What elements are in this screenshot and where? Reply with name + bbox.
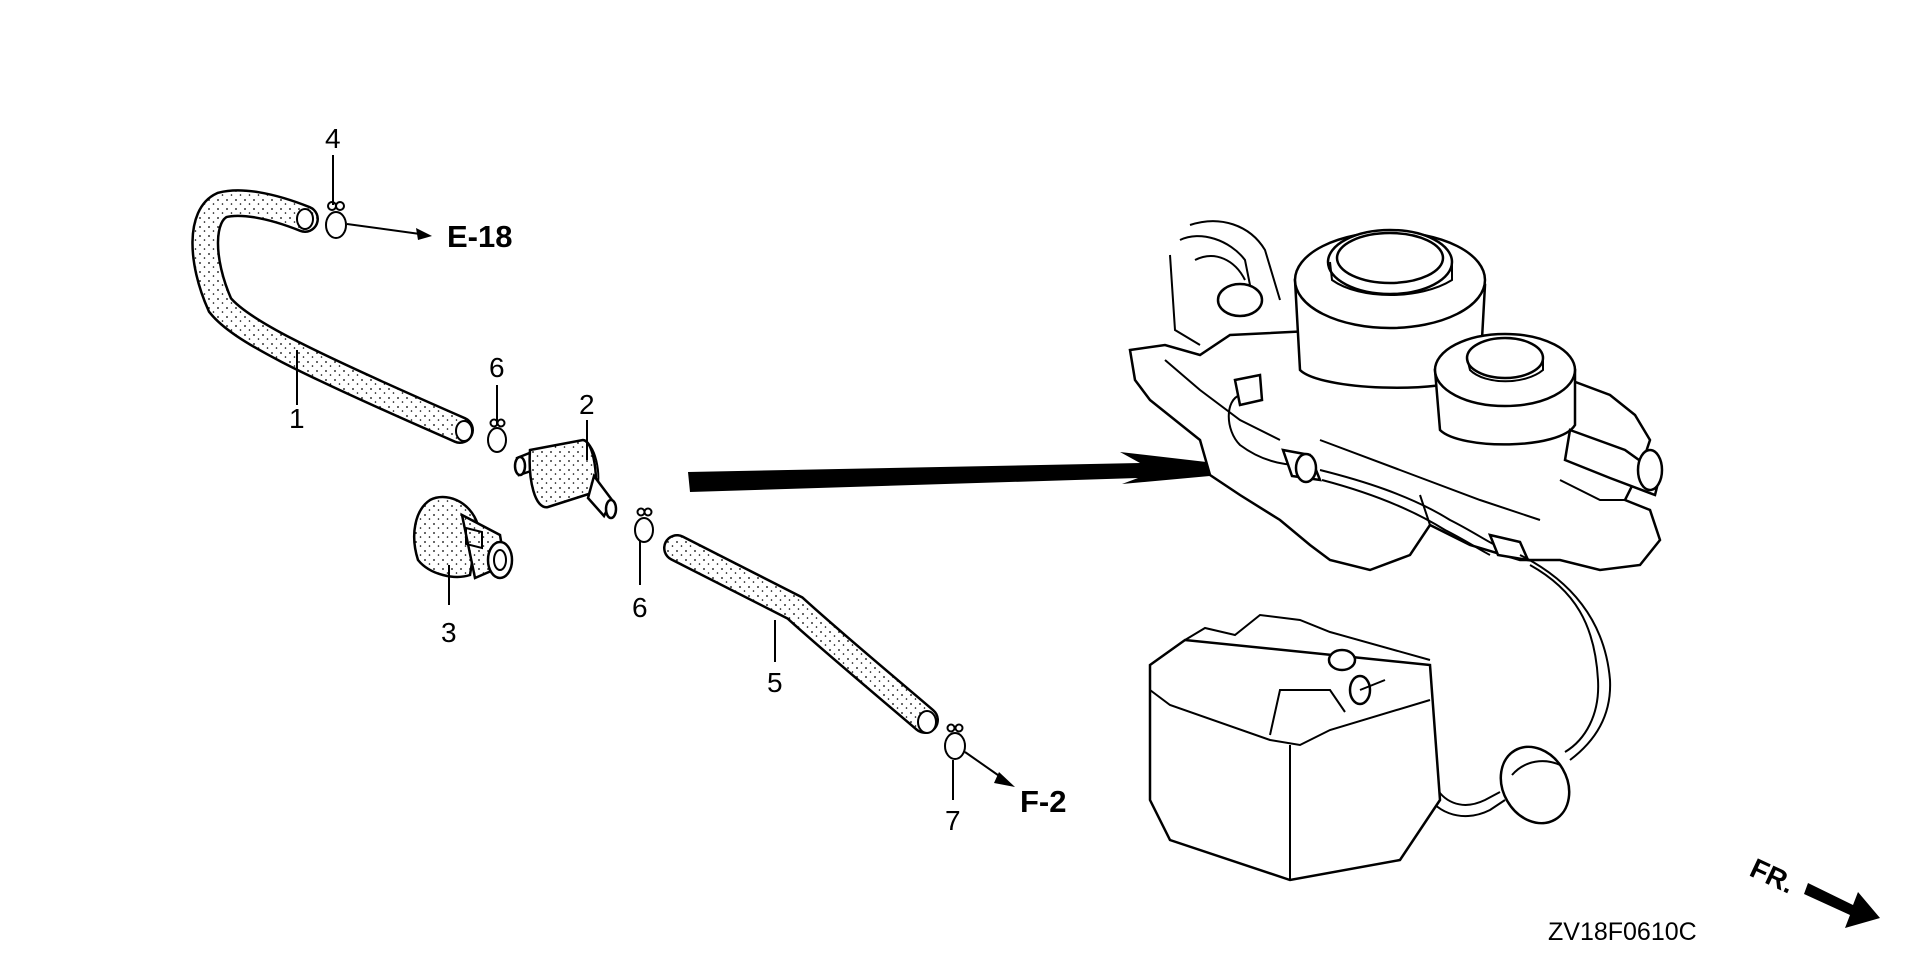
fuel-tube-1[interactable] xyxy=(191,189,474,444)
part-number-5: 5 xyxy=(767,667,783,698)
engine-illustration xyxy=(1128,220,1664,572)
part-number-6-lower: 6 xyxy=(632,592,648,623)
diagram-code: ZV18F0610C xyxy=(1548,918,1697,946)
part-number-6-upper: 6 xyxy=(489,352,505,383)
tube-clip-4[interactable] xyxy=(325,201,347,239)
location-pointer-arrow xyxy=(688,452,1275,492)
tube-clip-6-lower[interactable] xyxy=(634,507,654,543)
fuel-tank-illustration xyxy=(1148,554,1612,882)
reference-f2: F-2 xyxy=(1020,784,1067,819)
part-number-3: 3 xyxy=(441,617,457,648)
fuel-joint-3[interactable] xyxy=(412,495,514,580)
reference-e18: E-18 xyxy=(447,219,512,254)
part-number-7: 7 xyxy=(945,805,961,836)
fuel-tube-5[interactable] xyxy=(663,534,939,734)
part-number-4: 4 xyxy=(325,123,341,154)
reference-arrows xyxy=(346,223,1015,787)
tube-clip-7[interactable] xyxy=(944,723,966,760)
front-direction-indicator: FR. xyxy=(1745,852,1880,928)
part-number-1: 1 xyxy=(289,403,305,434)
part-number-2: 2 xyxy=(579,389,595,420)
leader-lines xyxy=(296,155,954,800)
front-label: FR. xyxy=(1745,852,1799,899)
fuel-filter-2[interactable] xyxy=(513,438,618,520)
